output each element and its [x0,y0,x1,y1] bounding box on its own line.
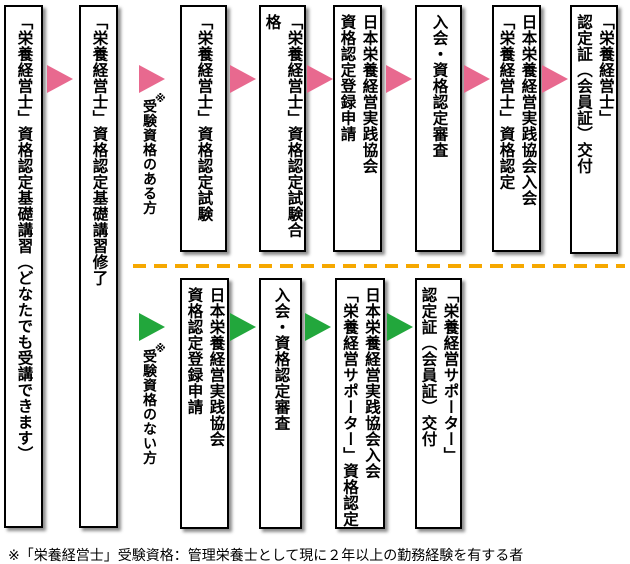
box-text: 日本栄養経営実践協会 資格認定登録申請 [338,14,378,174]
arrow-right-icon [230,65,256,93]
box-membership-screening-supporter: 入会・資格認定審査 [259,278,302,529]
box-certificate-issued: 「栄養経営士」 認定証（会員証）交付 [570,5,618,254]
box-basic-course-completed: 「栄養経営士」資格認定基礎講習修了 [79,5,118,528]
box-supporter-certificate-issued: 「栄養経営サポーター」 認定証（会員証）交付 [415,278,462,529]
box-text: 「栄養経営士」資格認定基礎講習修了 [90,14,108,286]
arrow-right-icon [139,313,165,341]
box-text: 「栄養経営サポーター」 認定証（会員証）交付 [419,287,459,463]
asterisk-mark: ※ [155,343,166,355]
box-text: 入会・資格認定審査 [430,14,448,158]
box-text: 「栄養経営士」資格認定試験合格 [263,14,303,238]
arrow-right-icon [387,313,413,341]
footnote: ※「栄養経営士」受験資格：管理栄養士として現に２年以上の勤務経験を有する者 [8,547,524,563]
label-eligible-text: 受験資格のある方 [142,99,158,215]
arrow-right-icon [139,65,165,93]
asterisk-mark: ※ [155,93,166,105]
box-association-admission-certification: 日本栄養経営実践協会入会 「栄養経営士」資格認定 [492,5,541,252]
box-membership-screening: 入会・資格認定審査 [415,5,462,252]
box-registration-application-supporter: 日本栄養経営実践協会 資格認定登録申請 [180,278,229,529]
arrow-right-icon [230,313,256,341]
box-text: 日本栄養経営実践協会入会 「栄養経営サポーター」資格認定 [341,287,380,527]
arrow-right-icon [47,65,73,93]
box-basic-course: 「栄養経営士」資格認定基礎講習（どなたでも受講できます） [4,5,43,528]
arrow-right-icon [464,65,490,93]
box-association-admission-supporter-certification: 日本栄養経営実践協会入会 「栄養経営サポーター」資格認定 [335,278,385,529]
label-not-eligible: ※ 受験資格のない方 [140,343,166,465]
box-text: 「栄養経営士」資格認定試験 [195,14,213,222]
box-text: 「栄養経営士」 認定証（会員証）交付 [575,14,614,174]
arrow-right-icon [386,65,412,93]
box-text: 日本栄養経営実践協会入会 「栄養経営士」資格認定 [497,14,537,206]
box-registration-application: 日本栄養経営実践協会 資格認定登録申請 [333,5,382,252]
box-certification-exam: 「栄養経営士」資格認定試験 [180,5,227,252]
box-text: 入会・資格認定審査 [272,287,290,431]
arrow-right-icon [542,65,568,93]
box-exam-passed: 「栄養経営士」資格認定試験合格 [259,5,306,252]
label-eligible: ※ 受験資格のある方 [140,93,166,215]
box-text: 日本栄養経営実践協会 資格認定登録申請 [185,287,225,447]
label-not-eligible-text: 受験資格のない方 [142,349,158,465]
arrow-right-icon [305,313,331,341]
arrow-right-icon [307,65,333,93]
box-text: 「栄養経営士」資格認定基礎講習（どなたでも受講できます） [15,14,33,462]
divider-dashed-line [133,264,625,268]
